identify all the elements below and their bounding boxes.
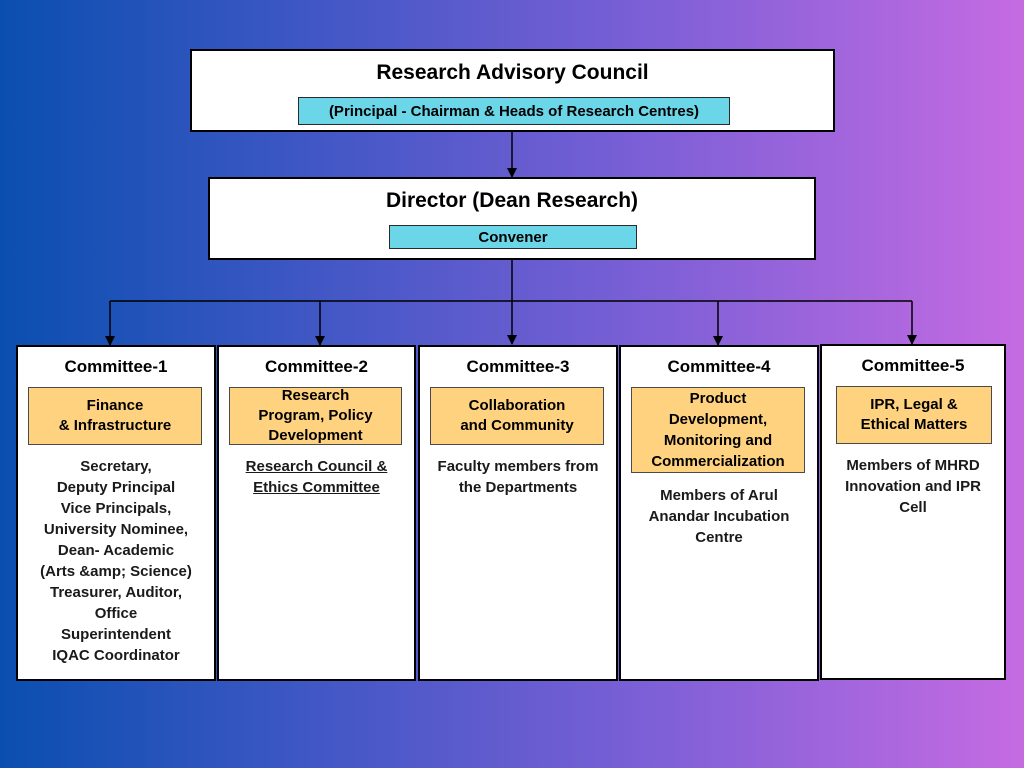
committee-1-title: Committee-1 xyxy=(64,357,168,376)
committee-3-title: Committee-3 xyxy=(466,357,570,376)
director-box: Director (Dean Research) Convener xyxy=(208,177,816,260)
committee-2-members-link[interactable]: Research Council & Ethics Committee xyxy=(245,458,388,496)
director-role-tag: Convener xyxy=(389,225,637,249)
committee-2-title: Committee-2 xyxy=(265,357,368,376)
committee-5-box: Committee-5 IPR, Legal & Ethical Matters… xyxy=(820,344,1006,680)
council-subtitle-tag: (Principal - Chairman & Heads of Researc… xyxy=(298,97,730,125)
committee-1-box: Committee-1 Finance & Infrastructure Sec… xyxy=(16,345,216,681)
committee-5-title: Committee-5 xyxy=(861,356,965,375)
committee-4-title: Committee-4 xyxy=(667,357,771,376)
committee-3-area-tag: Collaboration and Community xyxy=(430,387,604,445)
director-title: Director (Dean Research) xyxy=(385,189,639,212)
committee-2-box: Committee-2 Research Program, Policy Dev… xyxy=(217,345,416,681)
committee-3-box: Committee-3 Collaboration and Community … xyxy=(418,345,618,681)
council-title: Research Advisory Council xyxy=(376,61,649,84)
committee-4-box: Committee-4 Product Development, Monitor… xyxy=(619,345,819,681)
committee-1-members: Secretary, Deputy Principal Vice Princip… xyxy=(40,458,192,664)
committee-2-area-tag: Research Program, Policy Development xyxy=(229,387,402,445)
committee-5-members: Members of MHRD Innovation and IPR Cell xyxy=(845,457,981,516)
committee-4-members: Members of Arul Anandar Incubation Centr… xyxy=(648,487,790,546)
committee-1-area-tag: Finance & Infrastructure xyxy=(28,387,202,445)
committee-5-area-tag: IPR, Legal & Ethical Matters xyxy=(836,386,992,444)
committee-3-members: Faculty members from the Departments xyxy=(437,458,599,496)
committee-4-area-tag: Product Development, Monitoring and Comm… xyxy=(631,387,805,473)
council-box: Research Advisory Council (Principal - C… xyxy=(190,49,835,132)
